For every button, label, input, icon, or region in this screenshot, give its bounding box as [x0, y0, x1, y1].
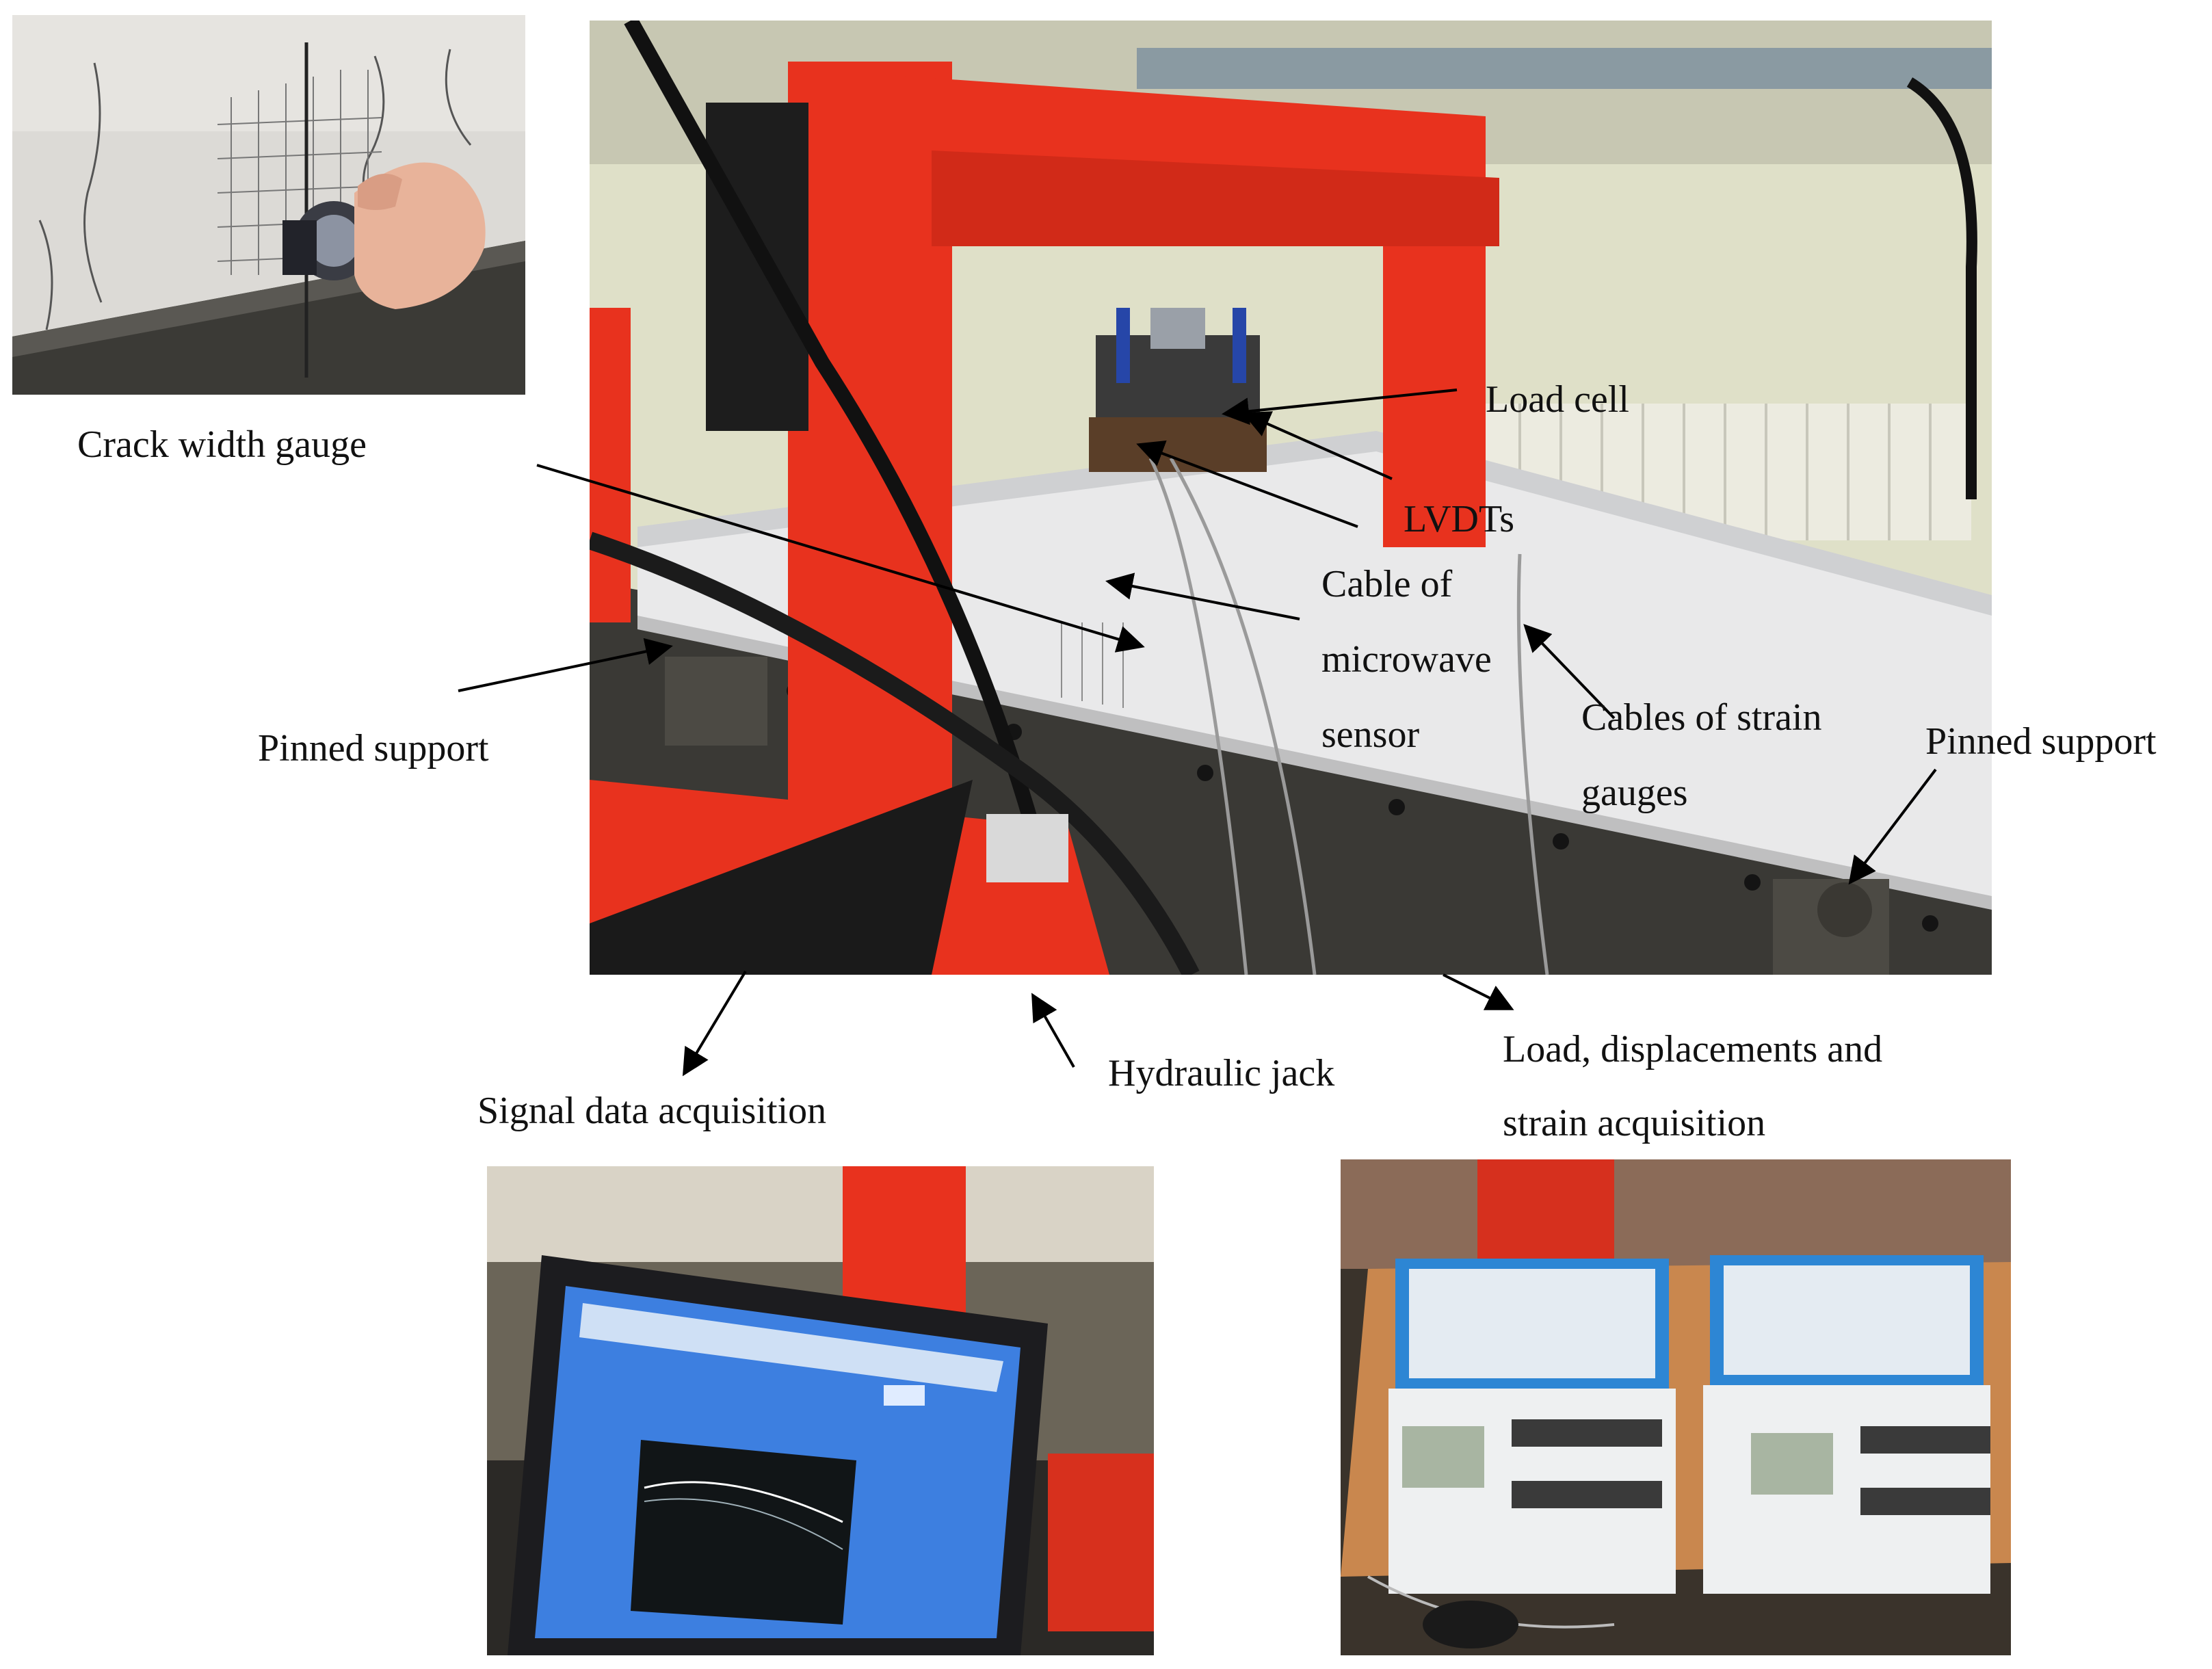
microwave-cable-arrow: [1105, 573, 1300, 620]
signal-acquisition-arrow: [682, 970, 747, 1077]
lvdt-arrow-1: [1242, 411, 1393, 480]
laptop-acquisition-photo: [487, 1166, 1154, 1655]
datalogger-acquisition-photo: [1341, 1159, 2011, 1655]
load-cell-arrow: [1222, 389, 1458, 425]
label-microwave: microwave: [1321, 638, 1492, 681]
label-hydraulic-jack: Hydraulic jack: [1108, 1052, 1335, 1094]
label-lvdts: LVDTs: [1404, 498, 1515, 540]
main-beam-setup-photo: [590, 21, 1992, 975]
pinned-support-right-arrow: [1848, 768, 1937, 885]
label-pinned-support-right: Pinned support: [1925, 720, 2157, 763]
lvdt-arrow-2: [1136, 440, 1358, 528]
strain-cables-arrow: [1523, 624, 1616, 720]
label-crack-width-gauge: Crack width gauge: [77, 423, 367, 466]
hydraulic-jack-arrow: [1031, 993, 1075, 1068]
label-sensor: sensor: [1321, 713, 1420, 756]
pinned-support-left-arrow: [458, 638, 673, 692]
label-load-cell: Load cell: [1486, 378, 1629, 421]
label-load-displacements: Load, displacements and: [1503, 1028, 1883, 1070]
load-acquisition-arrow: [1443, 973, 1514, 1010]
label-signal-data-acquisition: Signal data acquisition: [477, 1090, 827, 1132]
crack-gauge-pointer-line: [536, 464, 1145, 653]
crack-gauge-inset-photo: [12, 15, 525, 395]
label-strain-acquisition: strain acquisition: [1503, 1102, 1766, 1144]
label-pinned-support-left: Pinned support: [258, 727, 489, 770]
label-gauges: gauges: [1581, 772, 1688, 814]
label-cable-of: Cable of: [1321, 563, 1453, 605]
label-cables-of-strain: Cables of strain: [1581, 696, 1822, 739]
